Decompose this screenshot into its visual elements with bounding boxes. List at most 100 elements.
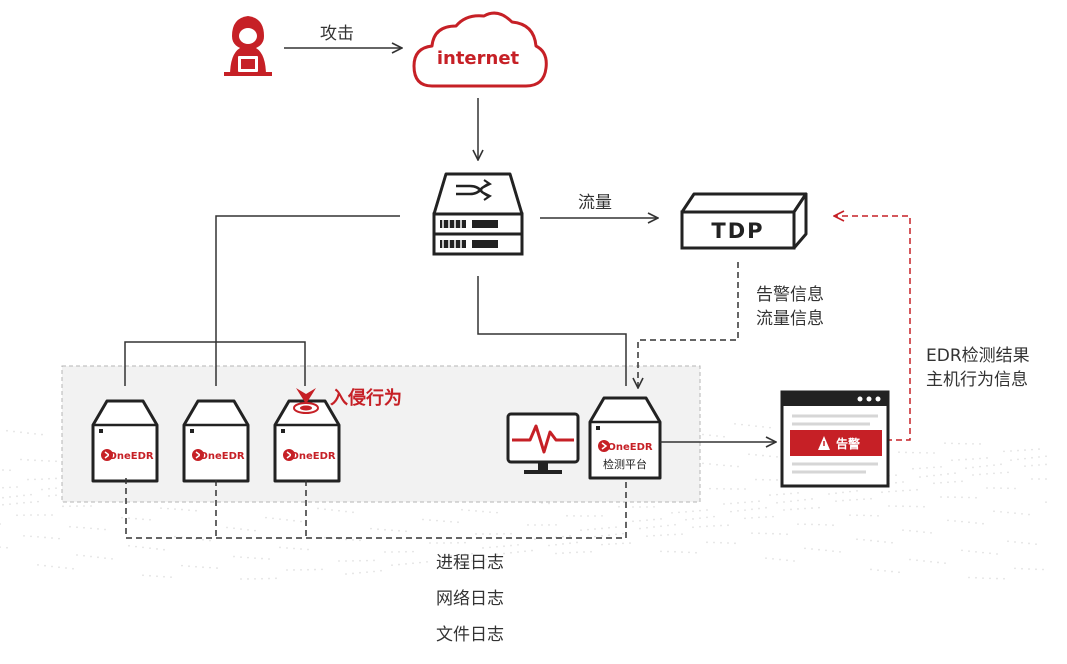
background-dot xyxy=(300,548,302,550)
background-dot xyxy=(681,533,683,536)
background-dot xyxy=(765,506,767,509)
background-dot xyxy=(667,550,669,553)
background-dot xyxy=(419,561,421,564)
background-dot xyxy=(23,514,25,517)
background-dot xyxy=(576,541,578,544)
background-dot xyxy=(30,535,32,538)
background-dot xyxy=(790,500,792,503)
background-dot xyxy=(797,523,799,526)
background-dot xyxy=(755,425,757,427)
background-dot xyxy=(2,469,4,471)
background-dot xyxy=(639,527,641,530)
background-dot xyxy=(352,559,354,562)
background-dot xyxy=(870,539,872,542)
background-dot xyxy=(48,477,50,480)
background-dot xyxy=(776,493,778,496)
background-dot xyxy=(692,518,694,520)
background-dot xyxy=(247,556,249,559)
background-dot xyxy=(909,505,911,508)
background-dot xyxy=(443,555,445,558)
background-dot xyxy=(9,486,11,489)
background-dot xyxy=(391,564,393,567)
background-dot xyxy=(247,528,249,531)
background-dot xyxy=(856,538,858,541)
background-dot xyxy=(377,528,379,531)
background-dot xyxy=(947,519,949,522)
background-dot xyxy=(923,560,925,562)
background-dot xyxy=(762,454,764,457)
background-dot xyxy=(744,501,746,504)
background-dot xyxy=(555,552,557,555)
background-dot xyxy=(744,488,746,490)
background-dot xyxy=(412,562,414,565)
background-dot xyxy=(594,535,596,538)
background-dot xyxy=(475,510,477,512)
background-dot xyxy=(912,467,914,470)
background-dot xyxy=(674,533,676,536)
background-dot xyxy=(345,573,347,575)
background-dot xyxy=(734,423,736,425)
background-dot xyxy=(772,557,774,560)
background-dot xyxy=(804,507,806,510)
background-dot xyxy=(76,505,78,507)
background-dot xyxy=(373,559,375,562)
background-dot xyxy=(489,511,491,513)
background-dot xyxy=(55,494,57,497)
background-dot xyxy=(779,533,781,535)
background-dot xyxy=(587,528,589,531)
background-dot xyxy=(216,567,218,569)
background-dot xyxy=(240,528,242,530)
background-dot xyxy=(961,496,963,499)
background-dot xyxy=(909,489,911,492)
background-dot xyxy=(888,490,890,493)
background-dot xyxy=(765,532,767,535)
background-dot xyxy=(541,524,543,526)
background-dot xyxy=(716,487,718,490)
background-dot xyxy=(751,532,753,535)
background-dot xyxy=(639,506,641,508)
background-dot xyxy=(699,525,701,528)
background-dot xyxy=(660,518,662,520)
background-dot xyxy=(254,557,256,560)
background-dot xyxy=(748,453,750,456)
background-dot xyxy=(510,532,512,535)
background-dot xyxy=(1031,448,1033,451)
background-dot xyxy=(811,548,813,550)
background-dot xyxy=(464,541,466,544)
onedr-endpoint-1: OneEDR xyxy=(91,399,159,483)
background-dot xyxy=(769,478,771,481)
background-dot xyxy=(863,498,865,501)
background-dot xyxy=(965,458,967,461)
background-dot xyxy=(940,465,942,468)
background-dot xyxy=(352,572,354,575)
background-dot xyxy=(1024,465,1026,468)
background-dot xyxy=(905,451,907,454)
background-dot xyxy=(44,514,46,516)
background-dot xyxy=(741,423,743,426)
background-dot xyxy=(804,547,806,550)
cloud-icon xyxy=(412,11,548,88)
background-dot xyxy=(856,489,858,492)
background-dot xyxy=(772,515,774,518)
background-dot xyxy=(968,550,970,553)
background-dot xyxy=(758,507,760,510)
background-dot xyxy=(1014,567,1016,570)
background-dot xyxy=(471,552,473,555)
switch-to-platform-line xyxy=(477,276,627,386)
background-dot xyxy=(776,455,778,458)
target-icon xyxy=(293,388,319,414)
background-dot xyxy=(828,493,830,495)
background-dot xyxy=(926,451,928,454)
background-dot xyxy=(1000,471,1002,474)
background-dot xyxy=(797,499,799,502)
background-dot xyxy=(517,543,519,546)
background-dot xyxy=(566,514,568,517)
traffic-label: 流量 xyxy=(578,193,612,213)
background-dot xyxy=(961,549,963,552)
background-dot xyxy=(783,493,785,495)
background-dot xyxy=(818,506,820,509)
background-dot xyxy=(569,535,571,537)
background-dot xyxy=(1017,449,1019,452)
background-dot xyxy=(986,457,988,459)
background-dot xyxy=(160,507,162,510)
